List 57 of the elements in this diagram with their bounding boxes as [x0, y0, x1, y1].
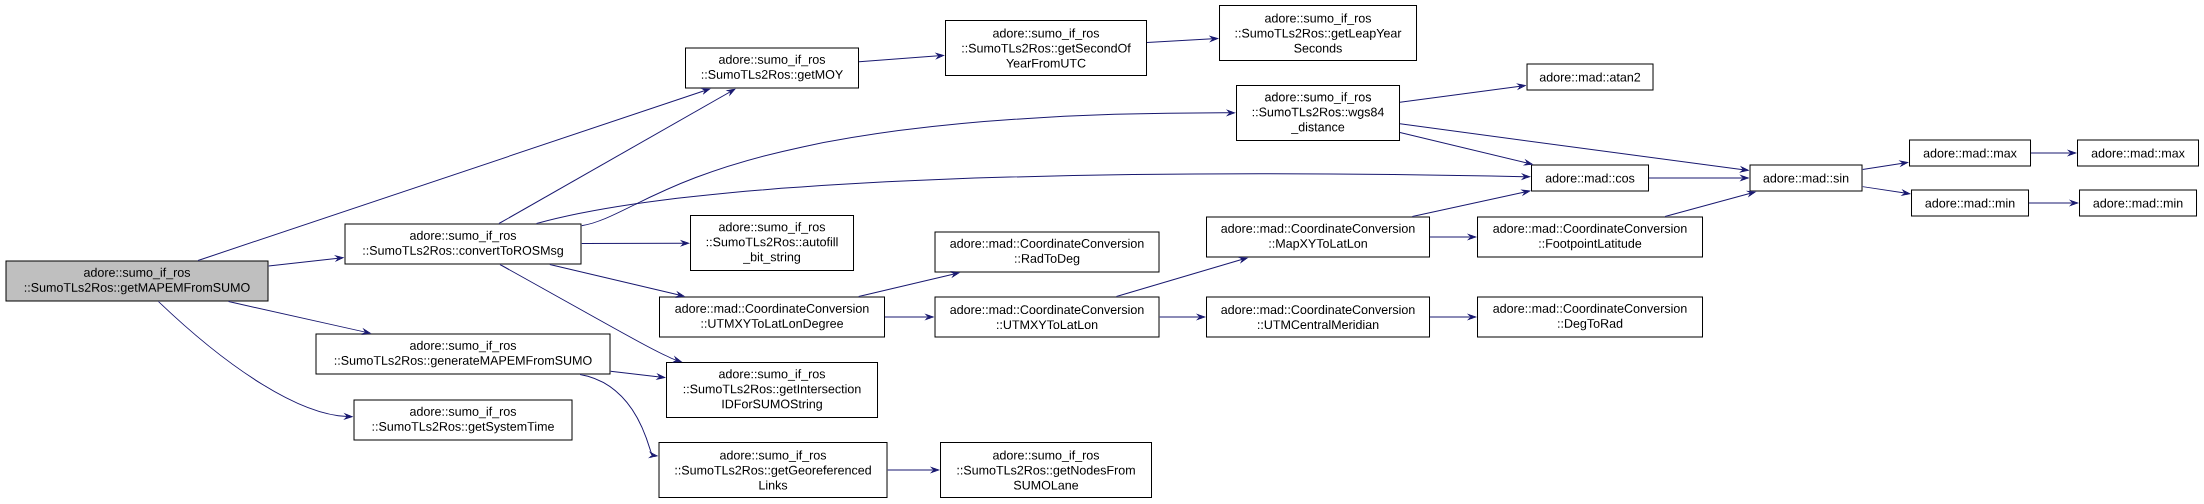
function-box: adore::sumo_if_ros ::SumoTLs2Ros::wgs84 _distance — [1236, 85, 1400, 141]
arrow — [581, 240, 689, 247]
function-box: adore::sumo_if_ros ::SumoTLs2Ros::generateMAPEMFromSUMO — [315, 333, 611, 375]
function-box: adore::mad::CoordinateConversion ::MapXYToLatLon — [1206, 216, 1430, 258]
arrow — [1648, 175, 1749, 181]
arrow — [858, 271, 960, 297]
arrow — [1429, 234, 1476, 240]
arrow — [581, 109, 1235, 227]
arrow — [157, 301, 353, 420]
arrow — [887, 467, 939, 473]
function-box: adore::sumo_if_ros ::SumoTLs2Ros::getMOY — [685, 47, 859, 89]
arrow — [1429, 314, 1476, 320]
function-box: adore::mad::CoordinateConversion ::UTMXYToLatLonDegree — [659, 296, 885, 338]
arrow — [2028, 200, 2078, 206]
function-box: adore::mad::CoordinateConversion ::FootpointLatitude — [1477, 216, 1703, 258]
function-box: adore::mad::max — [1909, 139, 2031, 167]
function-box: adore::mad::atan2 — [1526, 63, 1654, 91]
arrow — [858, 53, 944, 63]
arrow — [1399, 132, 1533, 166]
arrow — [1115, 257, 1248, 297]
arrow — [1862, 160, 1908, 170]
arrow — [549, 264, 685, 298]
function-box: adore::mad::CoordinateConversion ::DegToRad — [1477, 296, 1703, 338]
function-box: adore::mad::min — [2079, 189, 2197, 217]
function-box: adore::mad::cos — [1531, 164, 1649, 192]
arrow — [498, 88, 736, 224]
function-box: adore::mad::min — [1911, 189, 2029, 217]
function-box: adore::sumo_if_ros ::SumoTLs2Ros::autofill _bit_string — [690, 215, 854, 271]
arrow — [1159, 314, 1205, 320]
arrow — [536, 173, 1530, 224]
function-box: adore::sumo_if_ros ::SumoTLs2Ros::getNodesFrom SUMOLane — [940, 442, 1152, 498]
arrow — [610, 370, 665, 380]
function-box: adore::mad::max — [2077, 139, 2199, 167]
arrow — [197, 88, 711, 261]
function-box: adore::sumo_if_ros ::SumoTLs2Ros::convertToROSMsg — [344, 223, 582, 265]
arrow — [1664, 190, 1756, 217]
function-box: adore::sumo_if_ros ::SumoTLs2Ros::getSecondOf YearFromUTC — [945, 20, 1147, 76]
function-box: adore::mad::CoordinateConversion ::RadToDeg — [934, 231, 1160, 273]
arrow — [1862, 186, 1910, 196]
function-box: adore::mad::CoordinateConversion ::UTMXYToLatLon — [934, 296, 1160, 338]
arrow — [228, 301, 371, 335]
arrow — [2030, 150, 2076, 156]
function-box: adore::mad::sin — [1749, 164, 1863, 192]
function-box: adore::sumo_if_ros ::SumoTLs2Ros::getGeoreferenced Links — [658, 442, 888, 498]
function-box: adore::sumo_if_ros ::SumoTLs2Ros::getIntersection IDForSUMOString — [666, 362, 878, 418]
arrow — [1399, 123, 1749, 173]
arrow — [579, 374, 658, 458]
arrow — [1411, 189, 1531, 217]
arrow — [1146, 36, 1218, 43]
arrow — [1399, 83, 1526, 103]
function-box: adore::sumo_if_ros ::SumoTLs2Ros::getMAPEMFromSUMO — [5, 260, 269, 302]
arrow — [884, 314, 934, 320]
function-box: adore::sumo_if_ros ::SumoTLs2Ros::getSystemTime — [353, 399, 573, 441]
arrow — [499, 264, 682, 363]
function-box: adore::mad::CoordinateConversion ::UTMCentralMeridian — [1206, 296, 1430, 338]
function-box: adore::sumo_if_ros ::SumoTLs2Ros::getLeapYear Seconds — [1219, 5, 1417, 61]
arrow — [268, 255, 344, 267]
